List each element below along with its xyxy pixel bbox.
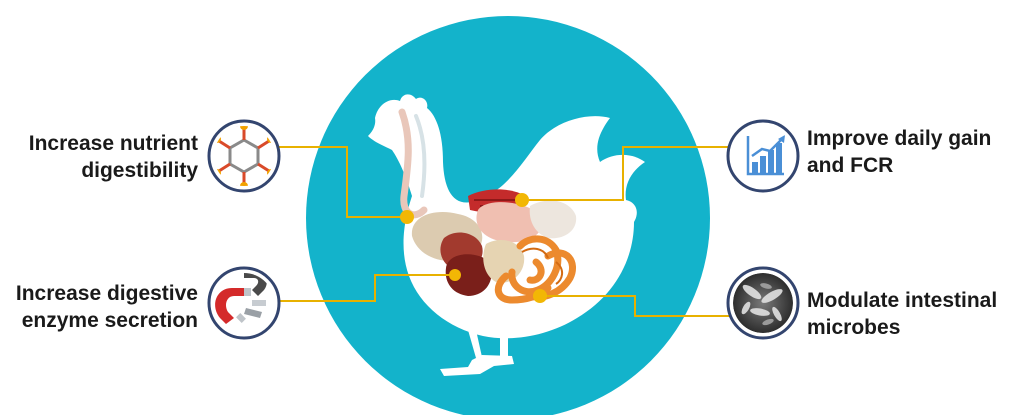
label-nutrient-line2: digestibility	[0, 157, 198, 184]
bar-chart-icon	[728, 121, 798, 191]
label-nutrient-line1: Increase nutrient	[0, 130, 198, 157]
label-microbes-line1: Modulate intestinal	[807, 287, 1033, 314]
dot-nutrient	[400, 210, 414, 224]
label-enzyme-secretion: Increase digestive enzyme secretion	[0, 280, 198, 334]
label-microbes-line2: microbes	[807, 314, 1033, 341]
label-enzyme-line1: Increase digestive	[0, 280, 198, 307]
magnet-icon	[209, 268, 279, 338]
label-daily-gain: Improve daily gain and FCR	[807, 125, 1027, 179]
label-nutrient-digestibility: Increase nutrient digestibility	[0, 130, 198, 184]
label-gain-line1: Improve daily gain	[807, 125, 1027, 152]
label-intestinal-microbes: Modulate intestinal microbes	[807, 287, 1033, 341]
label-enzyme-line2: enzyme secretion	[0, 307, 198, 334]
dot-enzyme	[449, 269, 461, 281]
molecule-icon	[209, 121, 279, 191]
microbe-icon	[728, 268, 798, 338]
dot-gain	[515, 193, 529, 207]
label-gain-line2: and FCR	[807, 152, 1027, 179]
dot-microbes	[533, 289, 547, 303]
